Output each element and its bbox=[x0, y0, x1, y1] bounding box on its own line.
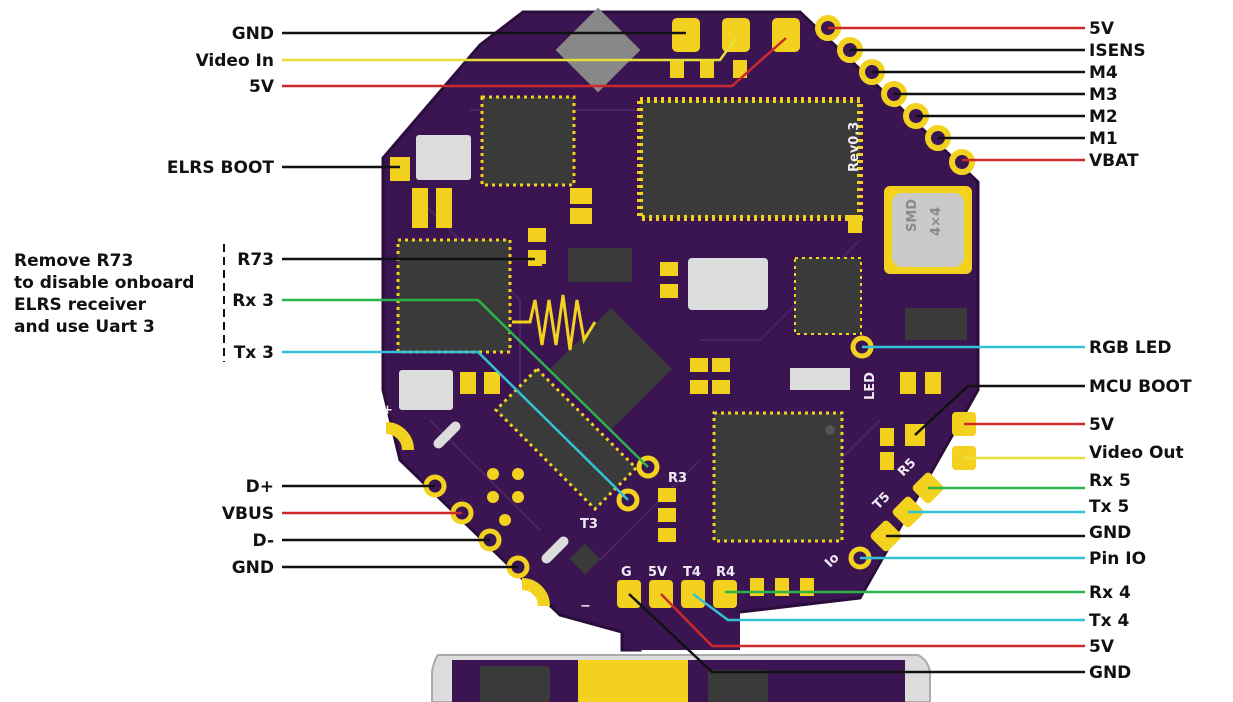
osd-chip bbox=[637, 97, 863, 221]
label-elrs-boot: ELRS BOOT bbox=[167, 158, 275, 178]
regulator-chip bbox=[794, 257, 862, 335]
label-5v-top: 5V bbox=[249, 77, 275, 97]
label-tx4: Tx 4 bbox=[1089, 611, 1129, 631]
wire-rx3 bbox=[282, 298, 649, 468]
left-labels: GND Video In 5V ELRS BOOT R73 Rx 3 Tx 3 … bbox=[167, 24, 275, 578]
label-dminus: D- bbox=[253, 531, 274, 551]
pad-vbat bbox=[949, 149, 975, 175]
label-gnd-bottom: GND bbox=[1089, 663, 1131, 683]
ant-crystal bbox=[416, 135, 471, 180]
wire-5v-bottom bbox=[660, 593, 1085, 648]
label-r73: R73 bbox=[237, 250, 274, 270]
silk-plus: + bbox=[382, 403, 393, 418]
label-pin-io: Pin IO bbox=[1089, 549, 1146, 569]
silk-5v: 5V bbox=[648, 565, 667, 580]
label-tx3: Tx 3 bbox=[234, 343, 274, 363]
silk-r3: R3 bbox=[668, 471, 687, 486]
pad-gnd-top bbox=[672, 18, 700, 52]
label-rgb-led: RGB LED bbox=[1089, 338, 1171, 358]
mosfet bbox=[568, 248, 632, 282]
inductor-label-smd: SMD bbox=[905, 199, 920, 232]
silk-t3: T3 bbox=[580, 517, 598, 532]
note-line: Remove R73 bbox=[14, 251, 134, 271]
fpc-connector bbox=[555, 7, 641, 93]
label-dplus: D+ bbox=[246, 477, 274, 497]
baro-chip bbox=[905, 308, 967, 340]
pad-video-in bbox=[722, 18, 750, 52]
label-isens: ISENS bbox=[1089, 41, 1146, 61]
label-m3: M3 bbox=[1089, 85, 1118, 105]
usb-crystal bbox=[399, 370, 453, 410]
wire-gnd-bottom bbox=[628, 593, 1085, 674]
silk-led: LED bbox=[863, 372, 878, 400]
label-video-out: Video Out bbox=[1089, 443, 1184, 463]
flash-chip bbox=[396, 238, 512, 354]
wire-tx4 bbox=[692, 592, 1085, 622]
label-5v-bottom: 5V bbox=[1089, 637, 1115, 657]
wire-5v-top bbox=[282, 37, 787, 88]
flight-controller-board: SMD 4×4 bbox=[381, 7, 980, 702]
note-line: to disable onboard bbox=[14, 273, 195, 293]
wire-tx3 bbox=[282, 350, 629, 501]
note-line: and use Uart 3 bbox=[14, 317, 155, 337]
elrs-chip bbox=[480, 95, 576, 187]
label-vbat: VBAT bbox=[1089, 151, 1139, 171]
antenna-trace bbox=[512, 294, 597, 351]
lower-pads bbox=[578, 660, 688, 702]
mcu-pin1 bbox=[825, 425, 835, 435]
label-rx5: Rx 5 bbox=[1089, 471, 1131, 491]
silk-revision: Rev0.3 bbox=[847, 122, 862, 172]
label-mcu-boot: MCU BOOT bbox=[1089, 377, 1192, 397]
label-m4: M4 bbox=[1089, 63, 1118, 83]
pad-elrs-boot bbox=[390, 157, 410, 181]
r73-note: Remove R73 to disable onboard ELRS recei… bbox=[14, 250, 229, 338]
silk-t4: T4 bbox=[683, 565, 701, 580]
pad-r4 bbox=[713, 580, 737, 608]
lower-chip-right bbox=[708, 670, 768, 702]
label-gnd-top: GND bbox=[232, 24, 274, 44]
label-rx3: Rx 3 bbox=[232, 291, 274, 311]
board-tab bbox=[625, 612, 740, 650]
label-m2: M2 bbox=[1089, 107, 1118, 127]
silk-g: G bbox=[621, 565, 632, 580]
label-video-in: Video In bbox=[196, 51, 274, 71]
label-gnd-usb: GND bbox=[232, 558, 274, 578]
passive-components bbox=[412, 60, 941, 596]
wire-video-in bbox=[282, 37, 738, 62]
label-5v-vtx: 5V bbox=[1089, 415, 1115, 435]
wires bbox=[282, 26, 1085, 674]
label-vbus: VBUS bbox=[222, 504, 274, 524]
label-tx5: Tx 5 bbox=[1089, 497, 1129, 517]
inductor-body bbox=[892, 193, 964, 267]
lower-chip-left bbox=[480, 666, 550, 702]
silk-minus: − bbox=[580, 599, 591, 614]
label-m1: M1 bbox=[1089, 129, 1118, 149]
label-5v-motor: 5V bbox=[1089, 19, 1115, 39]
silk-r4: R4 bbox=[716, 565, 735, 580]
mcu-chip bbox=[712, 411, 844, 543]
inductor-label-size: 4×4 bbox=[929, 207, 944, 236]
label-gnd-uart5: GND bbox=[1089, 523, 1131, 543]
led-part bbox=[790, 368, 850, 390]
note-line: ELRS receiver bbox=[14, 295, 147, 315]
label-rx4: Rx 4 bbox=[1089, 583, 1131, 603]
wire-mcu-boot bbox=[914, 384, 1085, 436]
crystal bbox=[688, 258, 768, 310]
right-labels: 5V ISENS M4 M3 M2 M1 VBAT RGB LED MCU BO… bbox=[1089, 19, 1192, 683]
